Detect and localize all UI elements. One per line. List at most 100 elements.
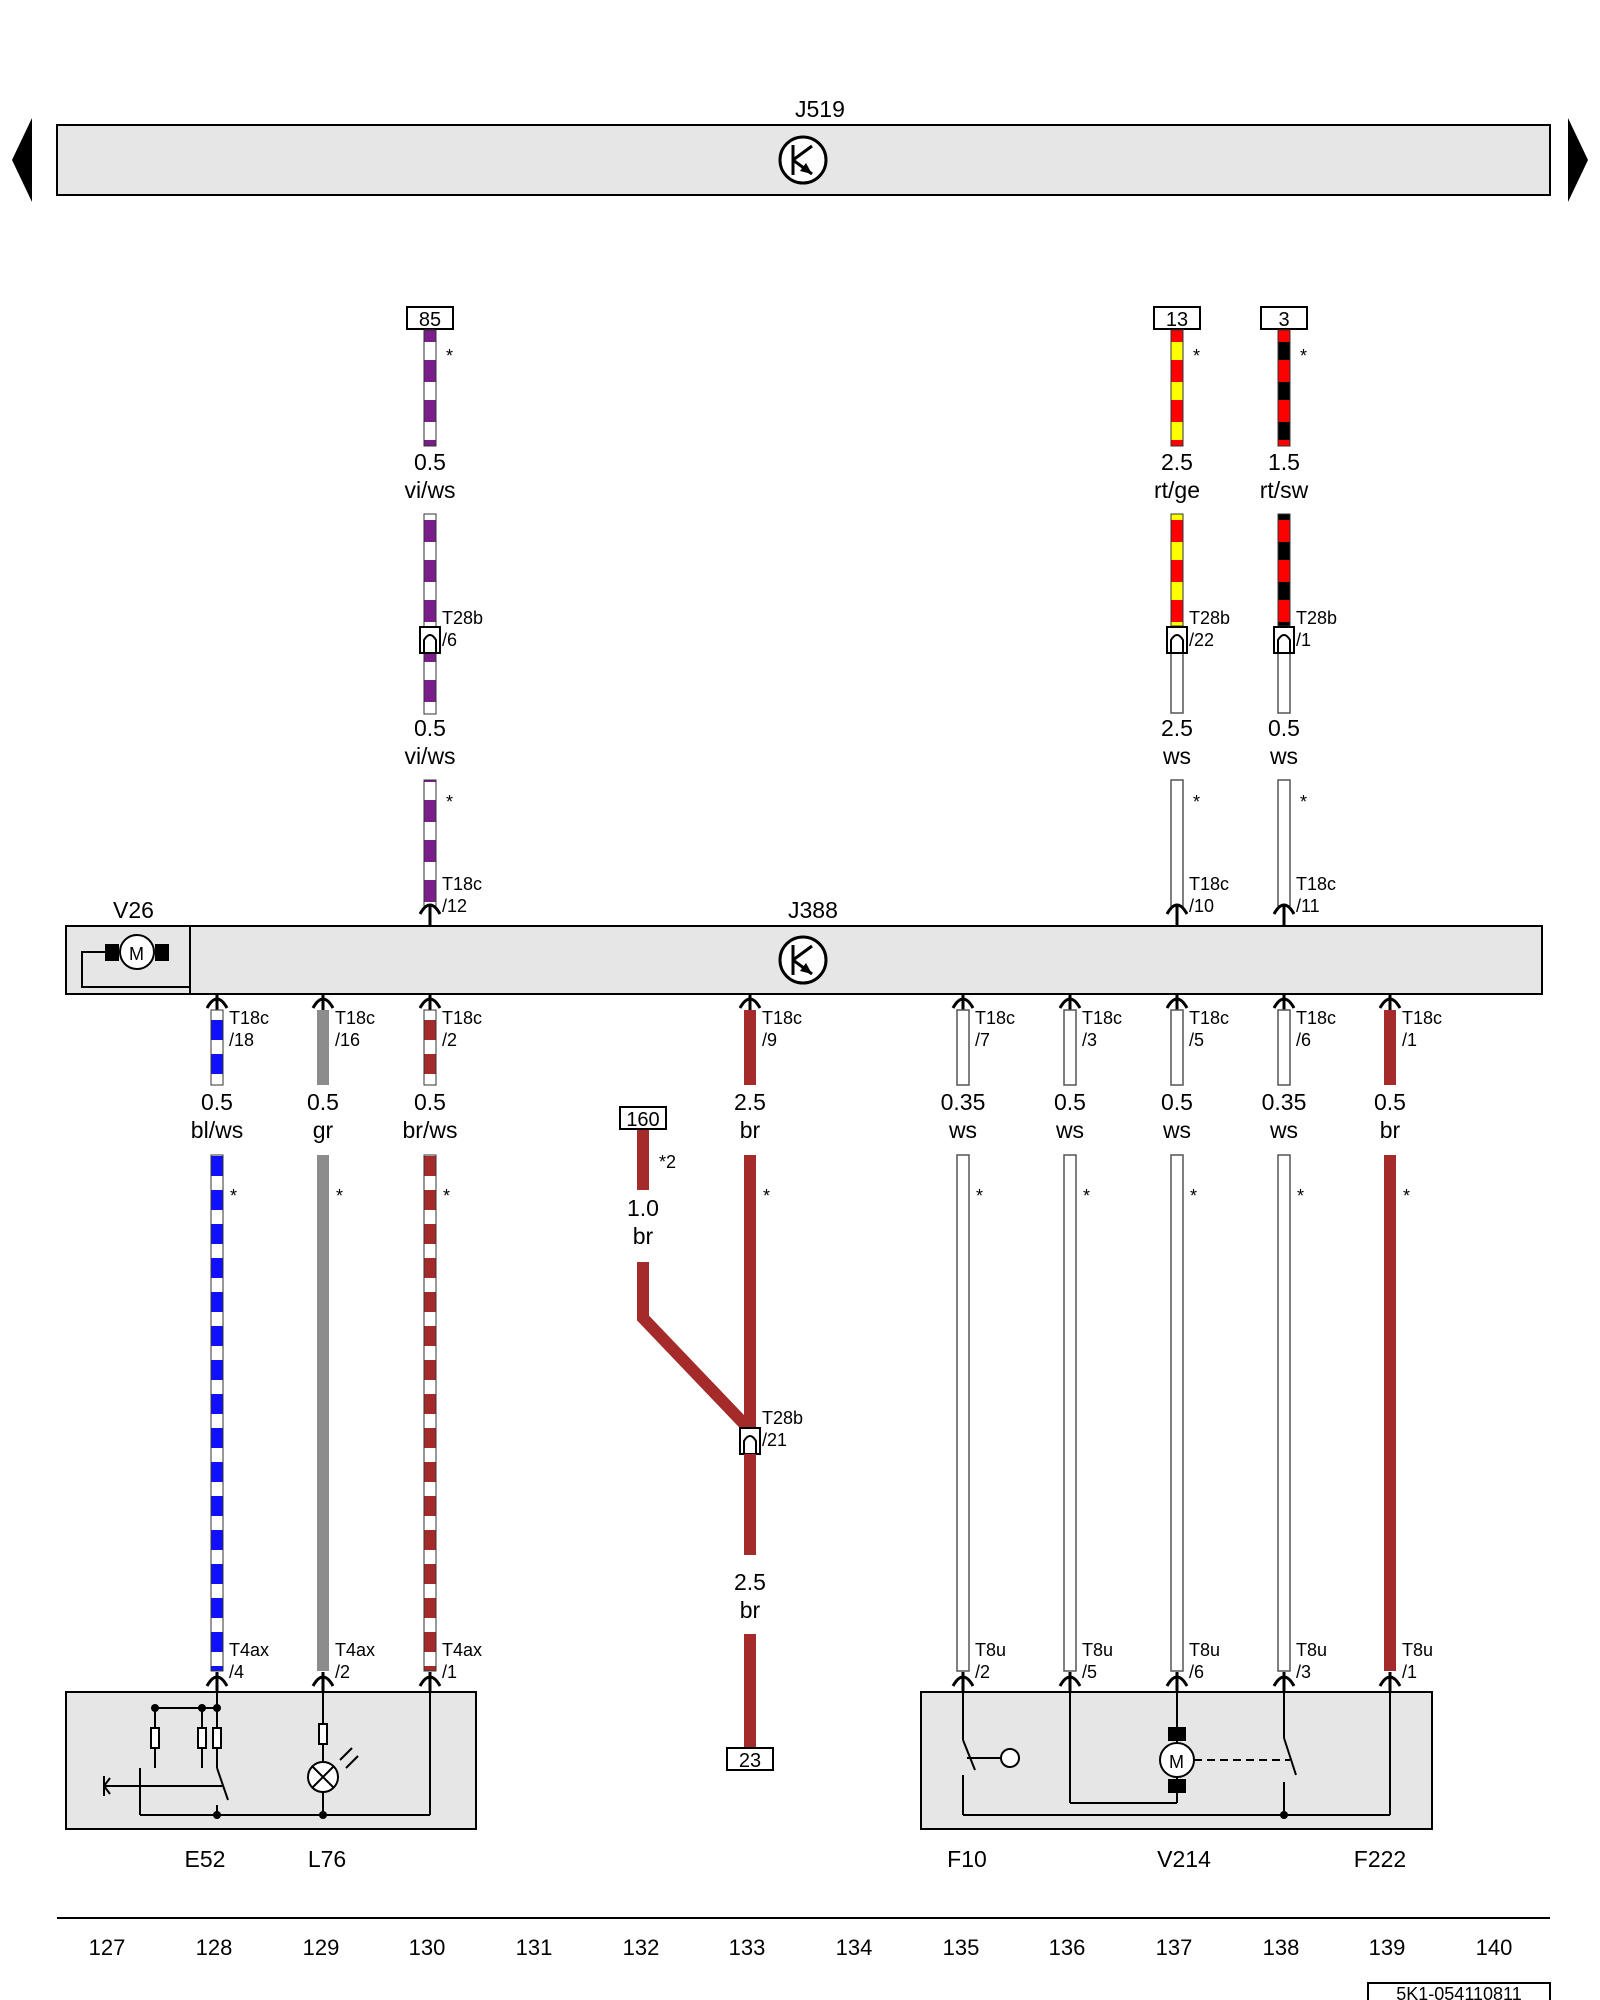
wire-end-conn: T8u: [1082, 1640, 1113, 1660]
nav-left-arrow[interactable]: [12, 118, 32, 202]
wire-conn: T18c: [1296, 1008, 1336, 1028]
wire-marker: *: [1297, 1186, 1304, 1206]
wire-end-conn: T4ax: [229, 1640, 269, 1660]
wire-marker: *: [1083, 1186, 1090, 1206]
wire-size: 0.5: [1374, 1089, 1406, 1115]
left-component-box: [65, 1691, 477, 1830]
col-139: 139: [1369, 1935, 1406, 1960]
wire-85[interactable]: 85 * 0.5 vi/ws T28b /6 0.5 vi/ws * T18c …: [404, 306, 483, 926]
wire-t18c-2[interactable]: T18c /2 0.5 br/ws * T4ax /1: [403, 994, 483, 1692]
wire-end-pin: /4: [229, 1662, 244, 1682]
wire-size: 0.5: [1054, 1089, 1086, 1115]
wire-marker: *: [976, 1186, 983, 1206]
wire-pin: /3: [1082, 1030, 1097, 1050]
wire-t18c-7[interactable]: T18c /7 0.35 ws * T8u /2: [941, 994, 1015, 1692]
wire-conn: T18c: [1402, 1008, 1442, 1028]
column-numbers: 127 128 129 130 131 132 133 134 135 136 …: [89, 1935, 1513, 1960]
wire-end-conn: T4ax: [335, 1640, 375, 1660]
wire-85-color2: vi/ws: [404, 743, 455, 769]
col-129: 129: [303, 1935, 340, 1960]
wire-conn: T18c: [442, 1008, 482, 1028]
wire-13-pin1: /22: [1189, 630, 1214, 650]
wire-marker: *: [1403, 1186, 1410, 1206]
col-132: 132: [623, 1935, 660, 1960]
j519-title: J519: [795, 96, 845, 122]
wire-end-pin: /1: [1402, 1662, 1417, 1682]
wire-3-color1: rt/sw: [1260, 477, 1309, 503]
wire-marker: *: [443, 1186, 450, 1206]
j519-controller-icon: [778, 135, 828, 185]
wire-end-pin: /2: [335, 1662, 350, 1682]
component-v214: V214: [1157, 1846, 1211, 1872]
wire-t18c-3[interactable]: T18c /3 0.5 ws * T8u /5: [1054, 994, 1122, 1692]
ref-3: 3: [1278, 309, 1289, 331]
branch-note: *2: [659, 1152, 676, 1172]
wire-end-pin: /6: [1189, 1662, 1204, 1682]
wire-color: gr: [313, 1117, 334, 1143]
wire-color: br/ws: [403, 1117, 458, 1143]
wire-size: 0.5: [201, 1089, 233, 1115]
branch-size: 1.0: [627, 1195, 659, 1221]
wire-13-conn1: T28b: [1189, 608, 1230, 628]
component-f10: F10: [947, 1846, 987, 1872]
nav-right-arrow[interactable]: [1568, 118, 1588, 202]
j388-label: J388: [788, 897, 838, 923]
wire-85-size1: 0.5: [414, 449, 446, 475]
wire-13-color1: rt/ge: [1154, 477, 1200, 503]
wire-conn: T18c: [335, 1008, 375, 1028]
v214-motor-symbol: M: [1169, 1752, 1184, 1772]
wire-13[interactable]: 13 * 2.5 rt/ge T28b /22 2.5 ws * T18c /1…: [1153, 306, 1230, 926]
col-137: 137: [1156, 1935, 1193, 1960]
wire-color: ws: [948, 1117, 977, 1143]
wire-pin: /2: [442, 1030, 457, 1050]
wire-85-conn2: T18c: [442, 874, 482, 894]
wire-end-pin: /5: [1082, 1662, 1097, 1682]
wire-13-color2: ws: [1162, 743, 1191, 769]
wire-t18c-6[interactable]: T18c /6 0.35 ws * T8u /3: [1262, 994, 1336, 1692]
wire-end-conn: T8u: [1296, 1640, 1327, 1660]
wire-3-color2: ws: [1269, 743, 1298, 769]
col-134: 134: [836, 1935, 873, 1960]
wire-3[interactable]: 3 * 1.5 rt/sw T28b /1 0.5 ws * T18c /11: [1260, 306, 1337, 926]
wire-marker: *: [1193, 792, 1200, 812]
wire-conn: T18c: [1189, 1008, 1229, 1028]
wire-t18c-9[interactable]: T18c /9 2.5 br * 160 *2 1.0 br T28b /21 …: [619, 994, 803, 1772]
wire-size: 0.35: [1262, 1089, 1307, 1115]
wire-conn: T18c: [762, 1008, 802, 1028]
wire-color: br: [740, 1117, 761, 1143]
wire-marker: *: [1190, 1186, 1197, 1206]
wire-t18c-18[interactable]: T18c /18 0.5 bl/ws * T4ax /4: [191, 994, 269, 1692]
wire-end-pin: /3: [1296, 1662, 1311, 1682]
wire-pin: /6: [1296, 1030, 1311, 1050]
col-128: 128: [196, 1935, 233, 1960]
v26-label: V26: [113, 897, 154, 923]
component-e52: E52: [185, 1846, 226, 1872]
component-l76: L76: [308, 1846, 346, 1872]
wire-conn: T18c: [1082, 1008, 1122, 1028]
wire-marker: *: [1300, 792, 1307, 812]
wire-pin: /18: [229, 1030, 254, 1050]
wire-marker: *: [446, 346, 453, 366]
wire-conn: T18c: [975, 1008, 1015, 1028]
wire-marker: *: [446, 792, 453, 812]
wire-end-conn: T4ax: [442, 1640, 482, 1660]
doc-id: 5K1-054110811: [1396, 1984, 1521, 2000]
wire-pin: /7: [975, 1030, 990, 1050]
wire-85-size2: 0.5: [414, 715, 446, 741]
wire-t18c-1[interactable]: T18c /1 0.5 br * T8u /1: [1374, 994, 1442, 1692]
wire-3-size1: 1.5: [1268, 449, 1300, 475]
right-component-box: M: [920, 1691, 1433, 1830]
wire-marker: *: [1300, 346, 1307, 366]
wire-t18c-5[interactable]: T18c /5 0.5 ws * T8u /6: [1161, 994, 1229, 1692]
wire-t18c-16[interactable]: T18c /16 0.5 gr * T4ax /2: [307, 994, 375, 1692]
wire-size: 0.5: [307, 1089, 339, 1115]
wire-85-color1: vi/ws: [404, 477, 455, 503]
branch-color: br: [633, 1223, 654, 1249]
wire-3-pin2: /11: [1296, 896, 1320, 916]
wire-marker: *: [1193, 346, 1200, 366]
wire-pin: /5: [1189, 1030, 1204, 1050]
wire-3-conn1: T28b: [1296, 608, 1337, 628]
wire-end-conn: T8u: [1189, 1640, 1220, 1660]
wire-size: 2.5: [734, 1089, 766, 1115]
